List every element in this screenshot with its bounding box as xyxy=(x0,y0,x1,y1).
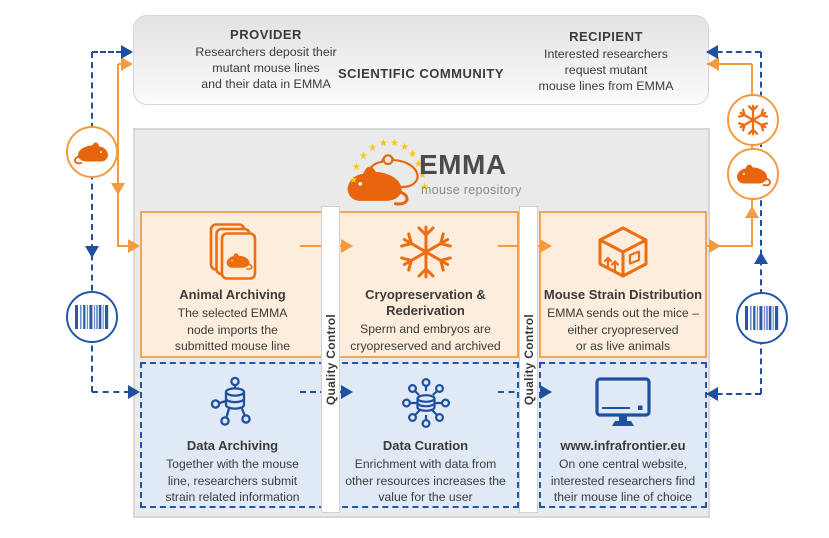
recipient-title: RECIPIENT xyxy=(569,29,643,44)
provider-section: PROVIDER Researchers deposit their mutan… xyxy=(156,27,376,92)
provider-description: Researchers deposit their mutant mouse l… xyxy=(195,45,337,91)
mouse-icon xyxy=(74,142,109,165)
cryopreservation-body: Sperm and embryos are cryopreserved and … xyxy=(350,322,501,353)
line-into-data-archiving xyxy=(92,391,130,393)
quality-control-bar-1: Quality Control xyxy=(321,206,340,513)
card-index-mouse-icon xyxy=(204,220,262,284)
arrow-into-cryopreservation xyxy=(341,239,353,253)
monitor-icon xyxy=(594,371,652,435)
arrow-into-recipient-orange xyxy=(707,57,719,71)
scientific-community-title: SCIENTIFIC COMMUNITY xyxy=(338,66,504,81)
animal-archiving-title: Animal Archiving xyxy=(179,287,286,302)
infrafrontier-website-box: www.infrafrontier.eu On one central webs… xyxy=(539,362,707,508)
arrow-up-blue-right xyxy=(754,252,768,264)
animal-archiving-body: The selected EMMA node imports the submi… xyxy=(174,306,291,353)
line-distribution-out xyxy=(707,245,753,247)
arrow-up-orange-right xyxy=(745,206,759,218)
mouse-icon xyxy=(736,164,771,187)
provider-mouse-line-vertical xyxy=(117,64,119,247)
emma-logo-title: EMMA xyxy=(419,149,507,180)
emma-logo-subtitle: mouse repository xyxy=(421,183,522,197)
emma-logo-mice-icon xyxy=(347,154,419,206)
arrow-into-website-box-right xyxy=(706,387,718,401)
infrafrontier-website-body: On one central website, interested resea… xyxy=(550,457,696,504)
provider-title: PROVIDER xyxy=(230,27,302,42)
cryopreservation-box: Cryopreservation & Rederivation Sperm an… xyxy=(332,211,519,358)
arrow-into-distribution xyxy=(540,239,552,253)
emma-logo xyxy=(344,140,494,206)
arrow-down-orange-left xyxy=(111,183,125,195)
recipient-barcode-circle xyxy=(736,292,788,344)
arrow-down-blue-left xyxy=(85,246,99,258)
arrow-into-provider-blue xyxy=(121,45,133,59)
data-archiving-box: Data Archiving Together with the mouse l… xyxy=(140,362,325,508)
arrow-into-website xyxy=(540,385,552,399)
snowflake-icon xyxy=(737,104,769,136)
arrow-into-data-archiving xyxy=(128,385,140,399)
data-curation-body: Enrichment with data from other resource… xyxy=(345,457,506,504)
recipient-mouse-circle xyxy=(727,148,779,200)
quality-control-bar-2: Quality Control xyxy=(519,206,538,513)
data-archiving-body: Together with the mouse line, researcher… xyxy=(165,457,300,504)
line-website-loop xyxy=(707,393,761,395)
cryopreservation-title: Cryopreservation & Rederivation xyxy=(365,287,486,318)
database-hub-icon xyxy=(396,371,456,435)
data-curation-box: Data Curation Enrichment with data from … xyxy=(332,362,519,508)
animal-archiving-box: Animal Archiving The selected EMMA node … xyxy=(140,211,325,358)
database-network-icon xyxy=(203,371,263,435)
arrow-into-animal-archiving xyxy=(128,239,140,253)
arrow-into-provider-orange xyxy=(121,57,133,71)
provider-mouse-circle xyxy=(66,126,118,178)
line-into-recipient-blue xyxy=(707,51,761,53)
recipient-section: RECIPIENT Interested researchers request… xyxy=(506,29,706,94)
barcode-icon xyxy=(75,305,109,329)
line-into-animal-archiving xyxy=(117,245,131,247)
provider-data-line-top xyxy=(92,51,122,53)
line-into-recipient-orange xyxy=(707,63,752,65)
infrafrontier-website-title: www.infrafrontier.eu xyxy=(560,438,686,453)
data-curation-title: Data Curation xyxy=(382,438,469,453)
arrow-out-of-distribution xyxy=(709,239,721,253)
provider-data-line-vertical xyxy=(91,52,93,392)
arrow-into-data-curation xyxy=(341,385,353,399)
snowflake-icon xyxy=(398,220,454,284)
mouse-strain-distribution-body: EMMA sends out the mice – either cryopre… xyxy=(547,306,699,353)
mouse-strain-distribution-title: Mouse Strain Distribution xyxy=(543,287,703,302)
package-icon xyxy=(595,220,651,284)
recipient-snowflake-circle xyxy=(727,94,779,146)
arrow-into-recipient-blue xyxy=(706,45,718,59)
provider-barcode-circle xyxy=(66,291,118,343)
scientific-community-banner: PROVIDER Researchers deposit their mutan… xyxy=(133,15,709,105)
recipient-data-line-vertical xyxy=(760,52,762,394)
mouse-strain-distribution-box: Mouse Strain Distribution EMMA sends out… xyxy=(539,211,707,358)
barcode-icon xyxy=(745,306,779,330)
recipient-description: Interested researchers request mutant mo… xyxy=(538,47,674,93)
data-archiving-title: Data Archiving xyxy=(186,438,279,453)
